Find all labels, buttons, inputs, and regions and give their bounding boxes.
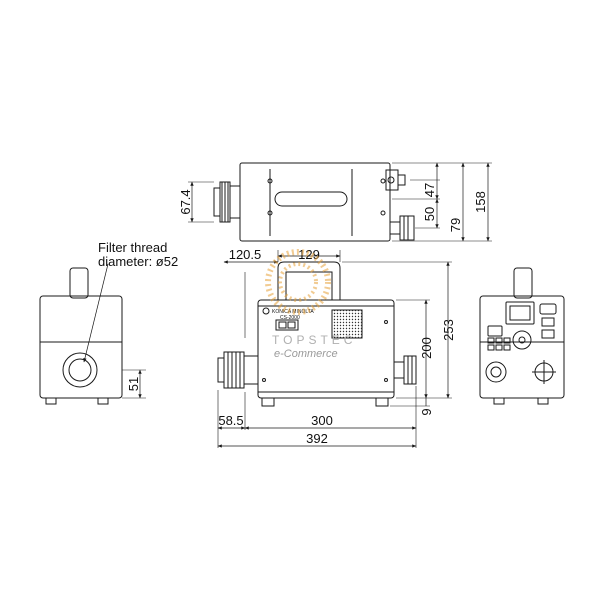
watermark — [265, 249, 331, 315]
dim-392: 392 — [306, 431, 328, 446]
dim-58-5: 58.5 — [218, 413, 243, 428]
rear-view — [479, 267, 565, 405]
top-view — [188, 162, 492, 242]
dim-9: 9 — [419, 408, 434, 415]
watermark-line1: TOPSTEC — [272, 333, 356, 347]
top-view-slot — [274, 191, 348, 207]
rear-view-lens-outer — [485, 361, 507, 383]
model-label: CS-2000 — [280, 315, 300, 321]
left-view-lens-inner — [68, 358, 92, 382]
rear-view-handle — [513, 267, 533, 299]
rear-view-keypad — [487, 325, 503, 337]
dim-300: 300 — [311, 413, 333, 428]
dim-120-5: 120.5 — [229, 247, 262, 262]
left-view-handle — [69, 267, 89, 299]
rear-view-dial — [512, 330, 532, 350]
dim-lens-diameter: 67.4 — [178, 189, 193, 214]
watermark-line2: e-Commerce — [274, 348, 338, 360]
rear-view-display — [505, 301, 535, 325]
filter-thread-line2: diameter: ø52 — [98, 254, 178, 269]
top-view-eyepiece — [399, 215, 415, 241]
front-view-lens-ring — [243, 355, 259, 385]
front-view-handle — [277, 261, 341, 300]
top-view-body — [239, 162, 391, 242]
front-view-button-panel — [275, 319, 299, 331]
rear-view-body — [479, 295, 565, 399]
dim-51: 51 — [126, 377, 141, 391]
top-view-eyepiece-base — [389, 221, 401, 235]
front-view-eyepiece-base — [393, 361, 405, 379]
top-view-lens-ring — [229, 185, 241, 219]
dim-79: 79 — [448, 218, 463, 232]
front-view-body — [257, 299, 395, 399]
left-view-body — [39, 295, 123, 399]
left-view — [39, 263, 146, 405]
front-view-eyepiece — [403, 355, 417, 385]
dim-47: 47 — [422, 183, 437, 197]
front-view-grille — [331, 309, 363, 339]
dim-50: 50 — [422, 207, 437, 221]
front-view-lens — [223, 351, 245, 389]
brand-logo-icon — [262, 307, 270, 315]
dim-129: 129 — [298, 247, 320, 262]
dim-158: 158 — [473, 191, 488, 213]
dim-253: 253 — [441, 319, 456, 341]
rear-view-port — [539, 303, 557, 315]
filter-thread-line1: Filter thread — [98, 240, 167, 255]
dim-200: 200 — [419, 337, 434, 359]
left-view-lens-outer — [62, 352, 98, 388]
